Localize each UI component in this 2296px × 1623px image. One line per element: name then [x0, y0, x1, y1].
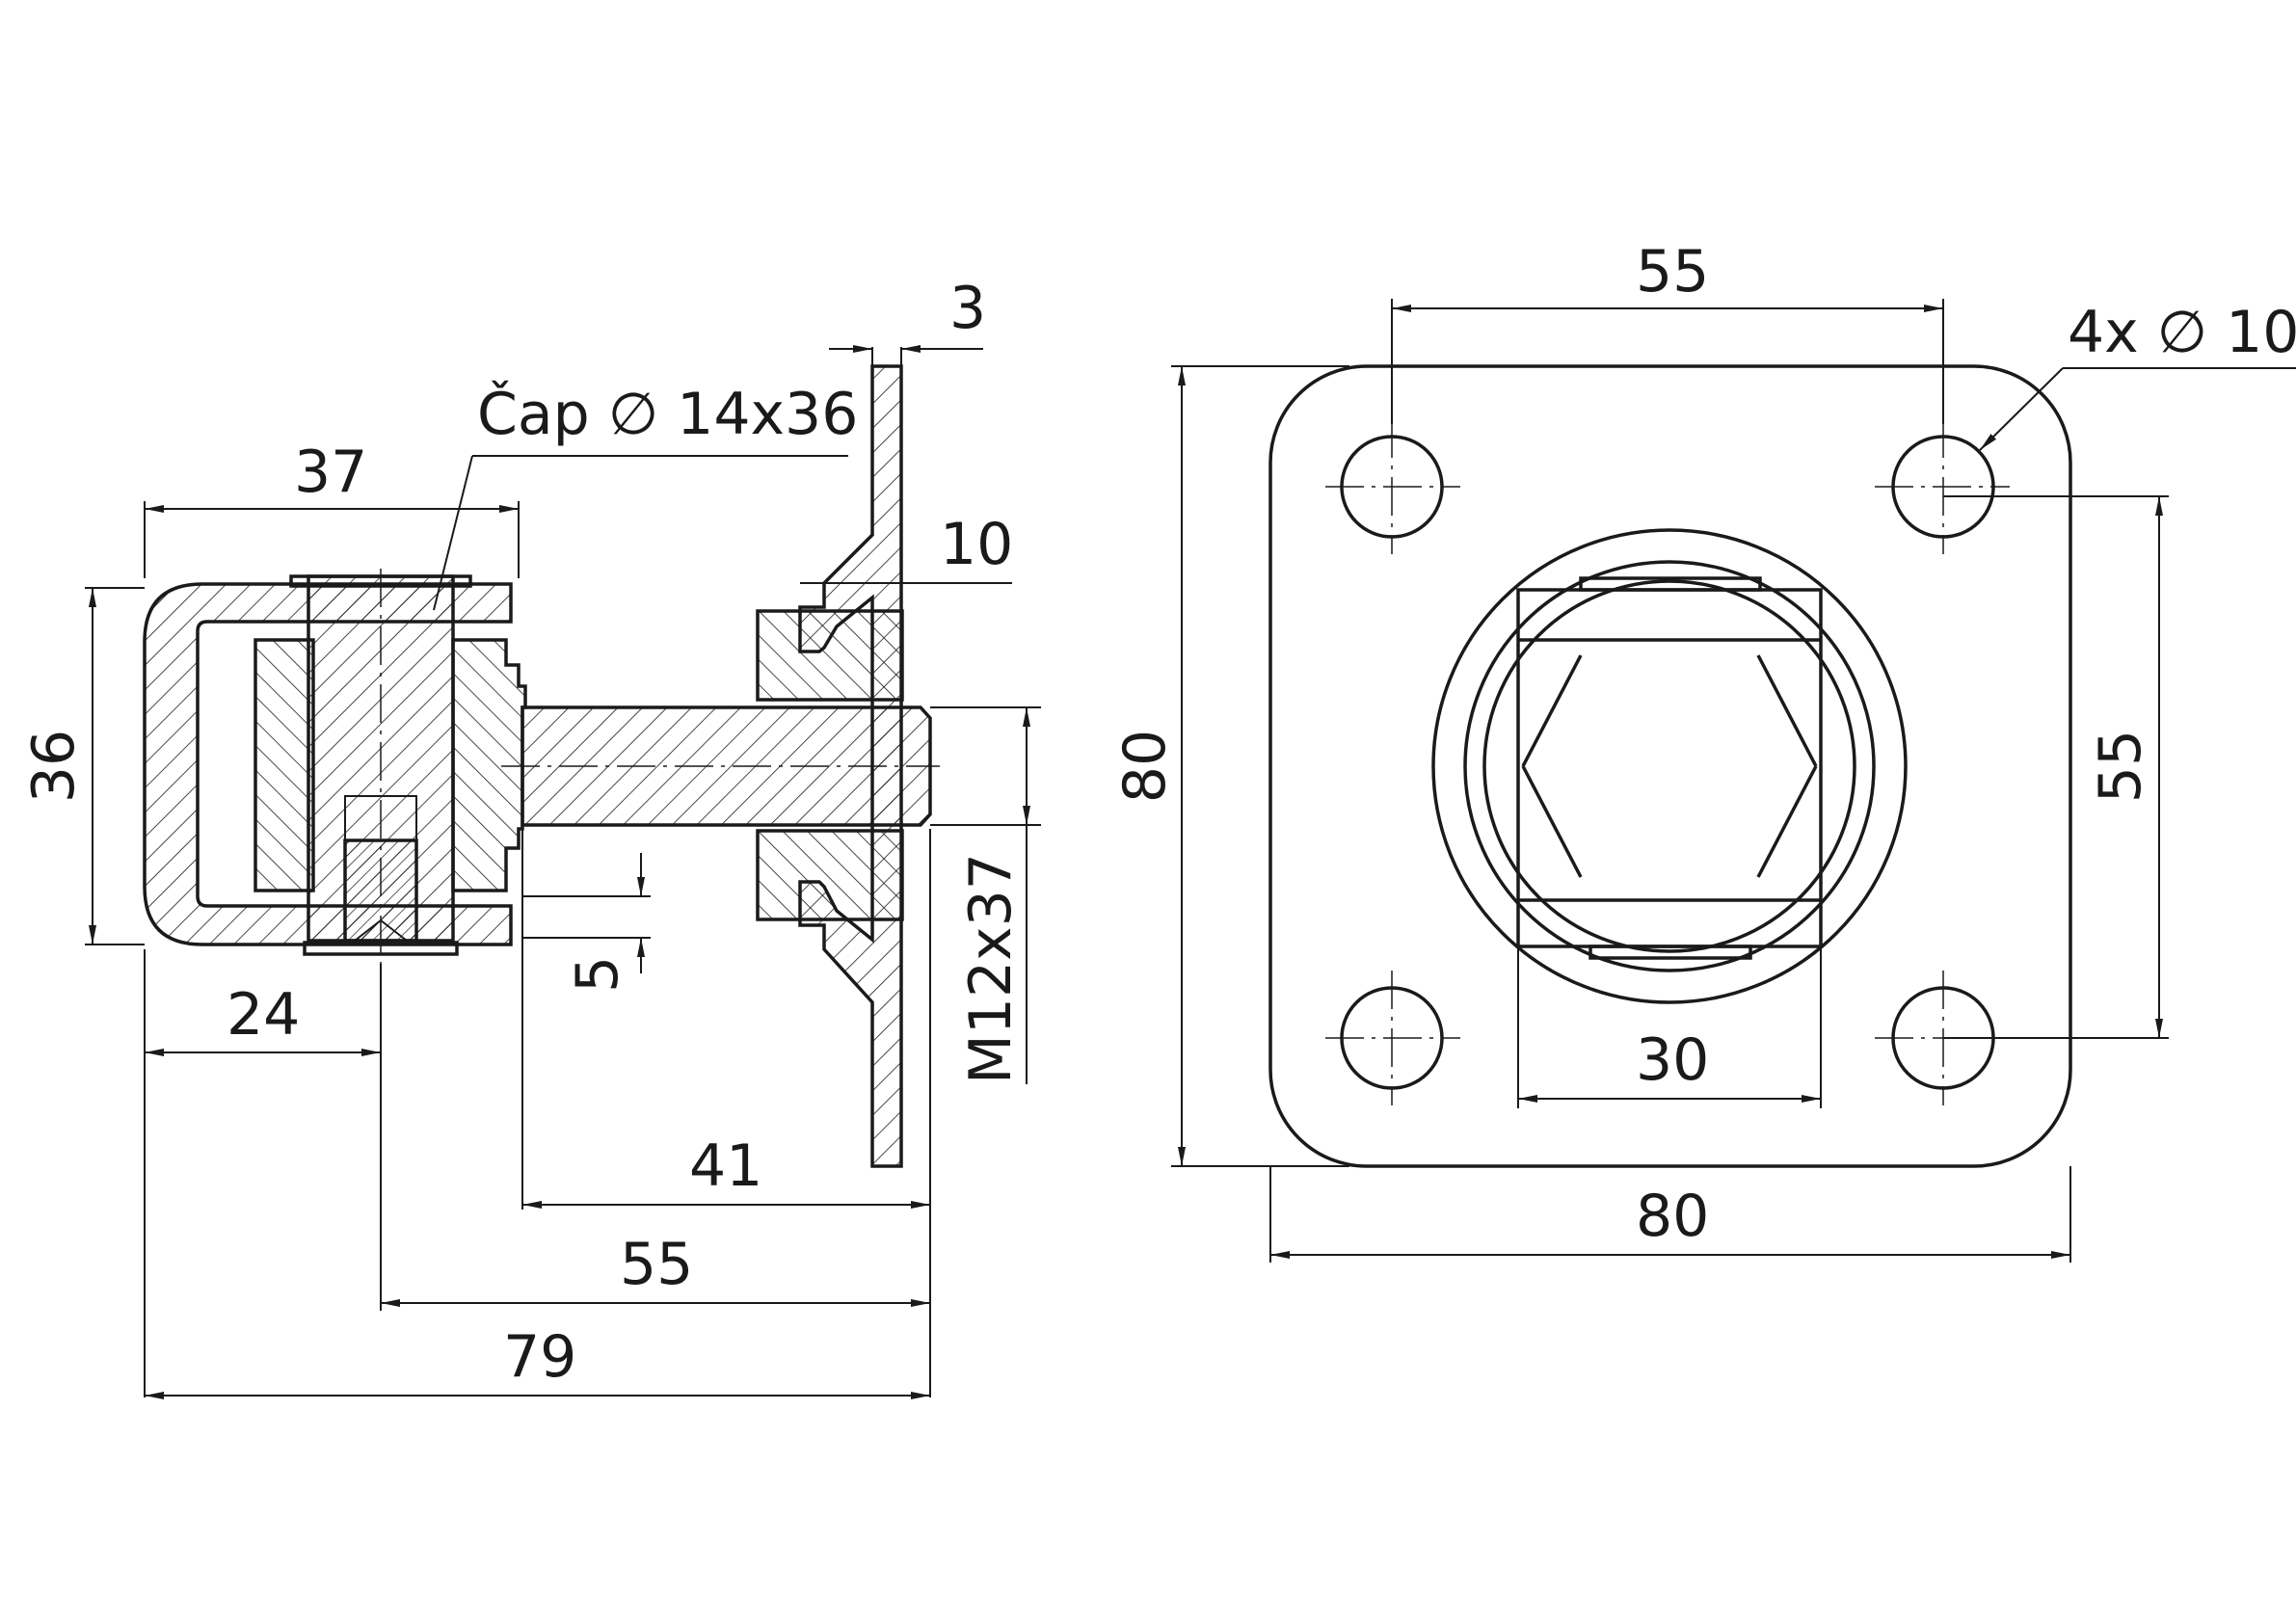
side-view: Čap ∅ 14x36 3 37 10 36 5 M12x37	[20, 275, 1041, 1399]
front-view: 55 4x ∅ 10 80 55 30 80	[1111, 238, 2296, 1263]
hub-core-ring	[1482, 579, 1856, 953]
mounting-plate	[798, 364, 903, 1168]
dim-55-side: 55	[620, 1231, 693, 1298]
dim-36: 36	[20, 730, 88, 803]
hub-outer-ring	[1431, 528, 1908, 1004]
dim-41: 41	[689, 1132, 762, 1200]
base-plate	[1268, 364, 2072, 1168]
dim-10: 10	[940, 511, 1013, 578]
dim-55-top: 55	[1636, 238, 1709, 306]
hex-nut-outline	[1521, 654, 1818, 878]
pin-leader	[433, 455, 473, 611]
block-bottom-tab	[1589, 945, 1752, 960]
dim-3: 3	[949, 275, 986, 342]
stepped-head	[451, 638, 527, 892]
dim-55-right: 55	[2087, 730, 2154, 803]
square-block	[1516, 588, 1823, 948]
threaded-rod	[521, 705, 932, 827]
dim-37: 37	[294, 439, 367, 506]
dim-5: 5	[564, 956, 631, 993]
hub-inner-ring	[1463, 560, 1876, 972]
block-top-tab	[1579, 576, 1762, 592]
u-bracket	[143, 582, 513, 946]
dim-thread: M12x37	[957, 853, 1025, 1084]
dim-80-bottom: 80	[1636, 1183, 1709, 1250]
dim-30: 30	[1636, 1026, 1709, 1094]
dim-holes: 4x ∅ 10	[2068, 299, 2296, 366]
bushing-block	[254, 638, 315, 892]
dim-80-left: 80	[1111, 730, 1179, 803]
pin-label: Čap ∅ 14x36	[477, 380, 858, 448]
dim-24: 24	[227, 981, 300, 1049]
dim-79: 79	[503, 1323, 576, 1391]
